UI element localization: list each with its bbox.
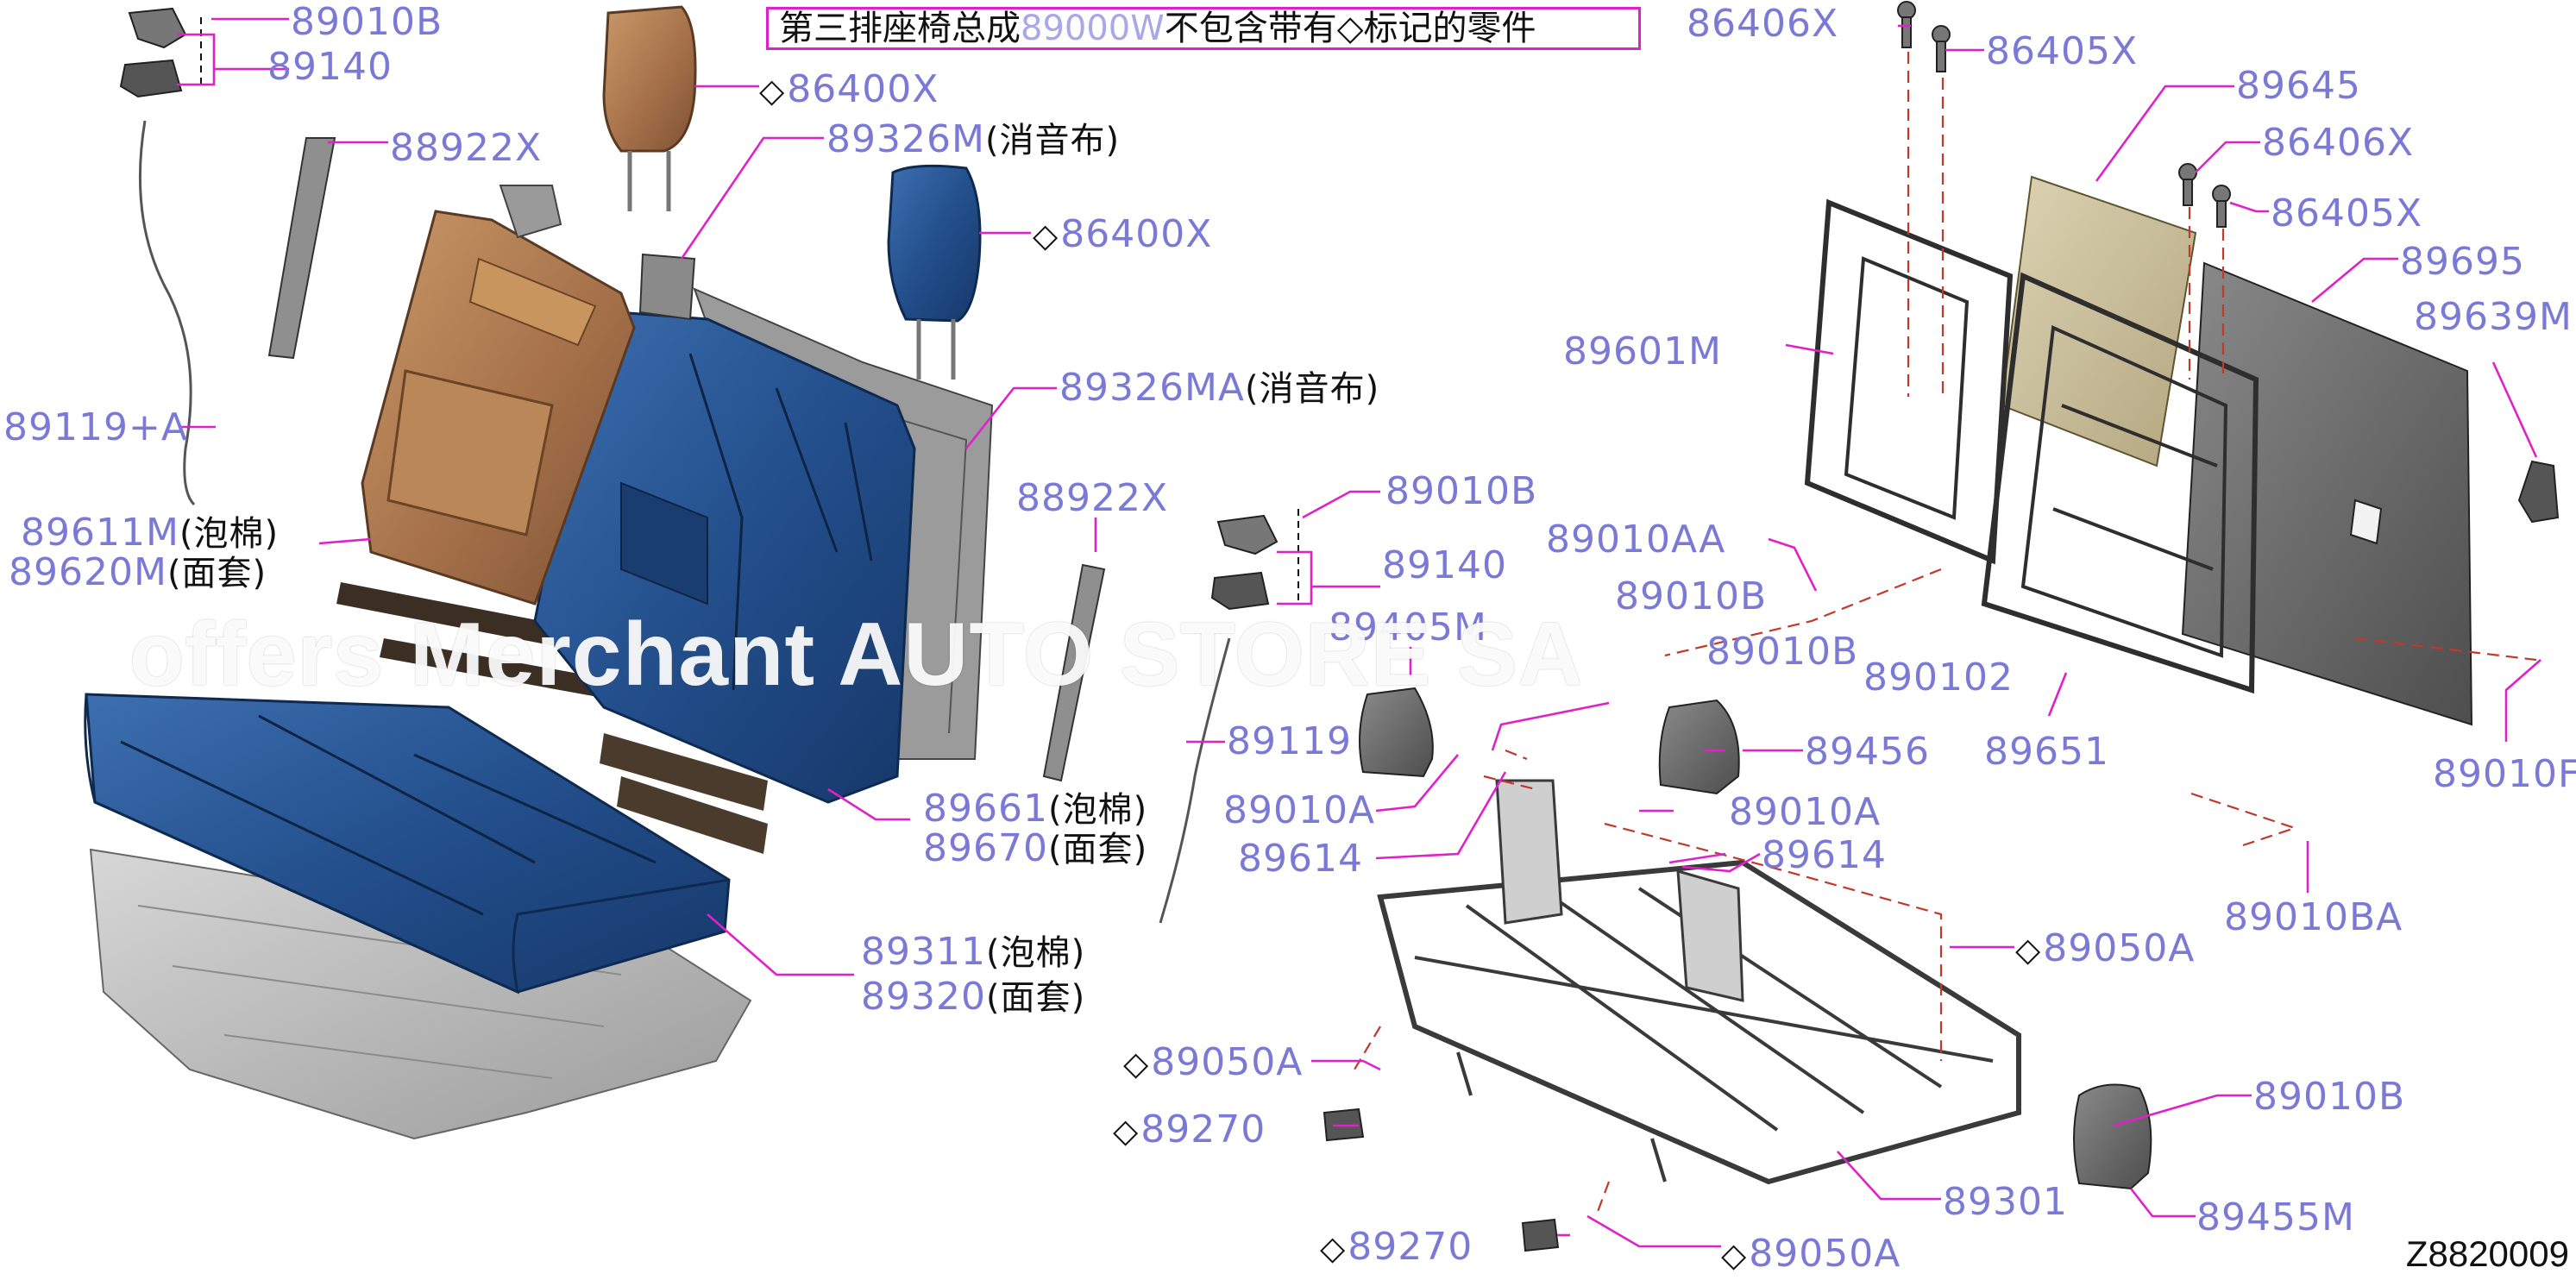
latch-top-left bbox=[119, 7, 187, 98]
label-89301: 89301 bbox=[1943, 1180, 2068, 1224]
label-89010B-top-left: 89010B bbox=[291, 0, 443, 44]
release-cable-left bbox=[138, 120, 196, 506]
title-prefix: 第三排座椅总成 bbox=[779, 9, 1021, 48]
cover-cap-89405M bbox=[1359, 687, 1434, 778]
label-88922X-left: 88922X bbox=[390, 126, 543, 170]
label-89695: 89695 bbox=[2400, 240, 2525, 284]
label-89620M: 89620M(面套) bbox=[9, 550, 267, 594]
label-89601M: 89601M bbox=[1563, 329, 1722, 373]
cover-cap-89455M bbox=[2073, 1083, 2152, 1190]
label-89010A-first: 89010A bbox=[1223, 788, 1376, 832]
seat-frame bbox=[1377, 779, 2021, 1185]
label-89010B-bottom-right: 89010B bbox=[2253, 1075, 2406, 1119]
headrest-tan bbox=[602, 5, 697, 211]
label-89320: 89320(面套) bbox=[861, 975, 1086, 1019]
label-86405X-first: 86405X bbox=[1986, 29, 2139, 73]
seatback-frame-89651 bbox=[1981, 272, 2259, 694]
label-89311: 89311(泡棉) bbox=[861, 930, 1086, 974]
seatback-frame-89601M bbox=[1804, 198, 2014, 565]
label-89119: 89119 bbox=[1227, 719, 1352, 763]
label-89661: 89661(泡棉) bbox=[923, 787, 1148, 831]
label-89405M: 89405M bbox=[1329, 605, 1487, 649]
label-89651: 89651 bbox=[1984, 730, 2109, 774]
diamond-marker: ◇ bbox=[759, 72, 786, 110]
label-89050A-left: ◇89050A bbox=[1123, 1040, 1304, 1084]
headrest-blue bbox=[887, 164, 982, 380]
back-board-slot bbox=[2349, 499, 2383, 545]
label-86400X-first: ◇86400X bbox=[759, 67, 939, 111]
label-86406X-second: 86406X bbox=[2262, 121, 2415, 165]
label-89119A: 89119+A bbox=[3, 405, 188, 449]
label-86406X-first: 86406X bbox=[1687, 2, 1839, 46]
seatback-left bbox=[361, 210, 636, 605]
title-part-number: 89000W bbox=[1021, 9, 1165, 48]
label-89050A-right: ◇89050A bbox=[2015, 926, 2196, 970]
latch-right-89639M bbox=[2517, 460, 2560, 524]
label-86405X-second: 86405X bbox=[2271, 191, 2423, 235]
assembly-dashed-lines bbox=[200, 17, 2537, 1217]
label-89639M: 89639M bbox=[2414, 295, 2573, 339]
label-89611M: 89611M(泡棉) bbox=[21, 511, 280, 555]
label-89270-second: ◇89270 bbox=[1320, 1225, 1473, 1269]
label-89614-first: 89614 bbox=[1238, 837, 1363, 881]
label-89010B-overlap: 89010B bbox=[1706, 630, 1859, 674]
label-89010A-second: 89010A bbox=[1729, 790, 1882, 834]
back-board-89645 bbox=[2000, 175, 2197, 467]
label-89326MA: 89326MA(消音布) bbox=[1059, 366, 1380, 410]
leader-lines bbox=[177, 17, 2541, 1248]
cover-cap-89456 bbox=[1658, 699, 1740, 795]
trim-strip-left bbox=[267, 137, 336, 360]
label-89010B-middle-2: 89010B bbox=[1615, 574, 1768, 618]
label-89270-first: ◇89270 bbox=[1113, 1107, 1266, 1151]
diagram-title: 第三排座椅总成89000W不包含带有◇标记的零件 bbox=[766, 7, 1641, 50]
label-89140-middle: 89140 bbox=[1382, 543, 1507, 587]
watermark-text: offers Merchant AUTO STORE SA bbox=[129, 605, 1584, 705]
label-890102-overlap: 890102 bbox=[1863, 656, 2014, 700]
label-89010BA: 89010BA bbox=[2224, 895, 2403, 939]
figure-id: Z8820009 bbox=[2405, 1233, 2569, 1274]
label-89456: 89456 bbox=[1805, 730, 1930, 774]
label-89326M: 89326M(消音布) bbox=[826, 117, 1121, 161]
trim-strip-right bbox=[1042, 563, 1106, 782]
label-89670: 89670(面套) bbox=[923, 826, 1148, 870]
label-89614-second: 89614 bbox=[1762, 833, 1887, 877]
felt-strips bbox=[336, 582, 768, 854]
latch-middle bbox=[1210, 514, 1279, 611]
seatback-right bbox=[533, 309, 916, 804]
label-88922X-right: 88922X bbox=[1016, 476, 1169, 520]
sound-pad bbox=[638, 253, 696, 321]
label-89010AA: 89010AA bbox=[1546, 518, 1726, 562]
label-89140-top-left: 89140 bbox=[267, 45, 393, 89]
label-89010B-middle: 89010B bbox=[1385, 469, 1538, 513]
seatback-bracket bbox=[499, 185, 562, 239]
label-89050A-bottom: ◇89050A bbox=[1721, 1232, 1901, 1276]
label-89645: 89645 bbox=[2236, 64, 2361, 108]
release-cable-middle bbox=[1159, 637, 1231, 924]
label-89455M: 89455M bbox=[2196, 1195, 2355, 1239]
seat-cushion bbox=[84, 693, 731, 995]
label-86400X-second: ◇86400X bbox=[1033, 212, 1213, 256]
label-89010F: 89010F bbox=[2433, 752, 2576, 796]
pad-89270-2 bbox=[1521, 1218, 1560, 1252]
title-suffix: 不包含带有◇标记的零件 bbox=[1164, 9, 1536, 48]
